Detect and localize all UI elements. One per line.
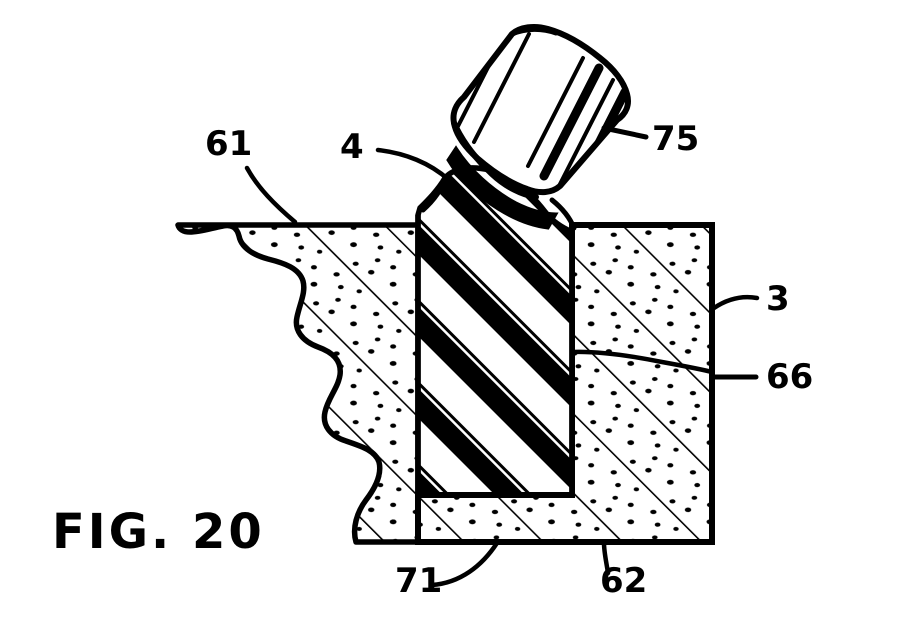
left-block-outline (175, 222, 421, 545)
figure-caption: FIG. 20 (52, 504, 265, 560)
cap-base-edge (451, 120, 539, 200)
ref-75-leader (601, 125, 649, 140)
ref-3-leader (711, 294, 760, 311)
left-block-hatch-fill (178, 225, 418, 542)
ref-61-label: 61 (205, 124, 252, 164)
ref-66: 66 (709, 357, 813, 397)
ref-3-label: 3 (766, 279, 790, 319)
anchor-body (415, 165, 577, 498)
ref-4-label: 4 (340, 127, 364, 167)
ref-75-label: 75 (652, 119, 699, 159)
ref-61: 61 (205, 124, 298, 225)
left-substrate-block (175, 222, 421, 545)
ref-62: 62 (600, 540, 647, 601)
reference-numerals-group: 61 4 75 3 66 (205, 119, 813, 601)
anchor-body-hatch-fill (418, 167, 572, 495)
ref-3: 3 (711, 279, 790, 319)
ref-71-label: 71 (395, 561, 442, 601)
anchor-left-shoulder (420, 175, 448, 213)
ref-61-leader (244, 165, 298, 225)
ref-62-label: 62 (600, 561, 647, 601)
ref-66-label: 66 (766, 357, 813, 397)
cap-top-edge (509, 26, 559, 37)
ref-4: 4 (340, 127, 452, 183)
ref-75: 75 (601, 119, 699, 159)
interface-line-3 (569, 349, 715, 375)
ref-4-leader (375, 147, 452, 183)
cap-neck-band (446, 145, 559, 230)
ref-71: 71 (395, 540, 500, 601)
anchor-right-collar (549, 197, 577, 231)
ref-62-leader (601, 540, 611, 576)
ref-71-leader (429, 540, 500, 588)
